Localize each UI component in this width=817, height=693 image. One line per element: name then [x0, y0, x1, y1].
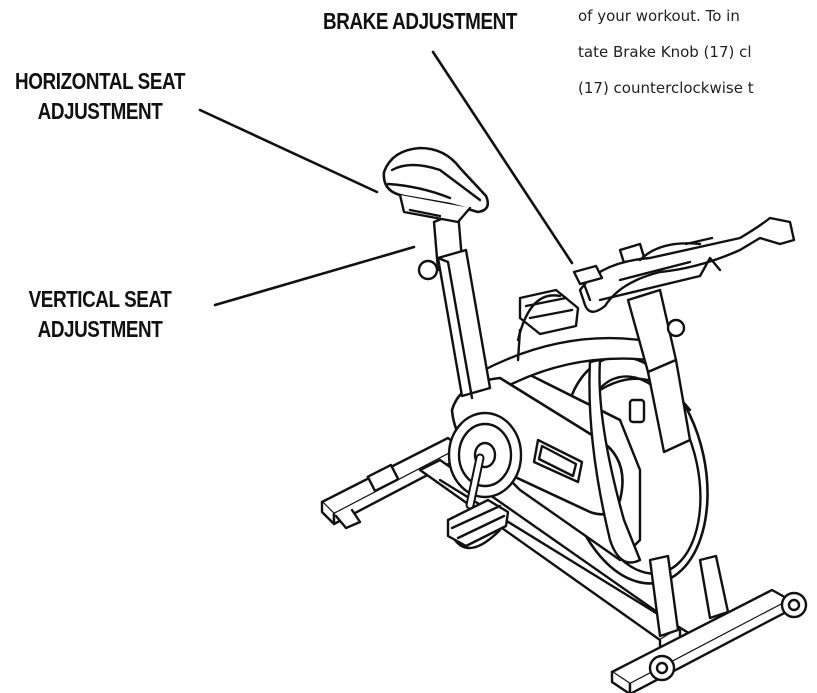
- lower-pedal: [448, 500, 508, 548]
- horizontal-seat-leader-line: [200, 110, 377, 192]
- saddle: [384, 148, 488, 222]
- vertical-seat-knob: [419, 261, 437, 279]
- handlebars: [580, 218, 794, 312]
- seat-post: [419, 212, 490, 398]
- vertical-seat-leader-line: [215, 247, 414, 305]
